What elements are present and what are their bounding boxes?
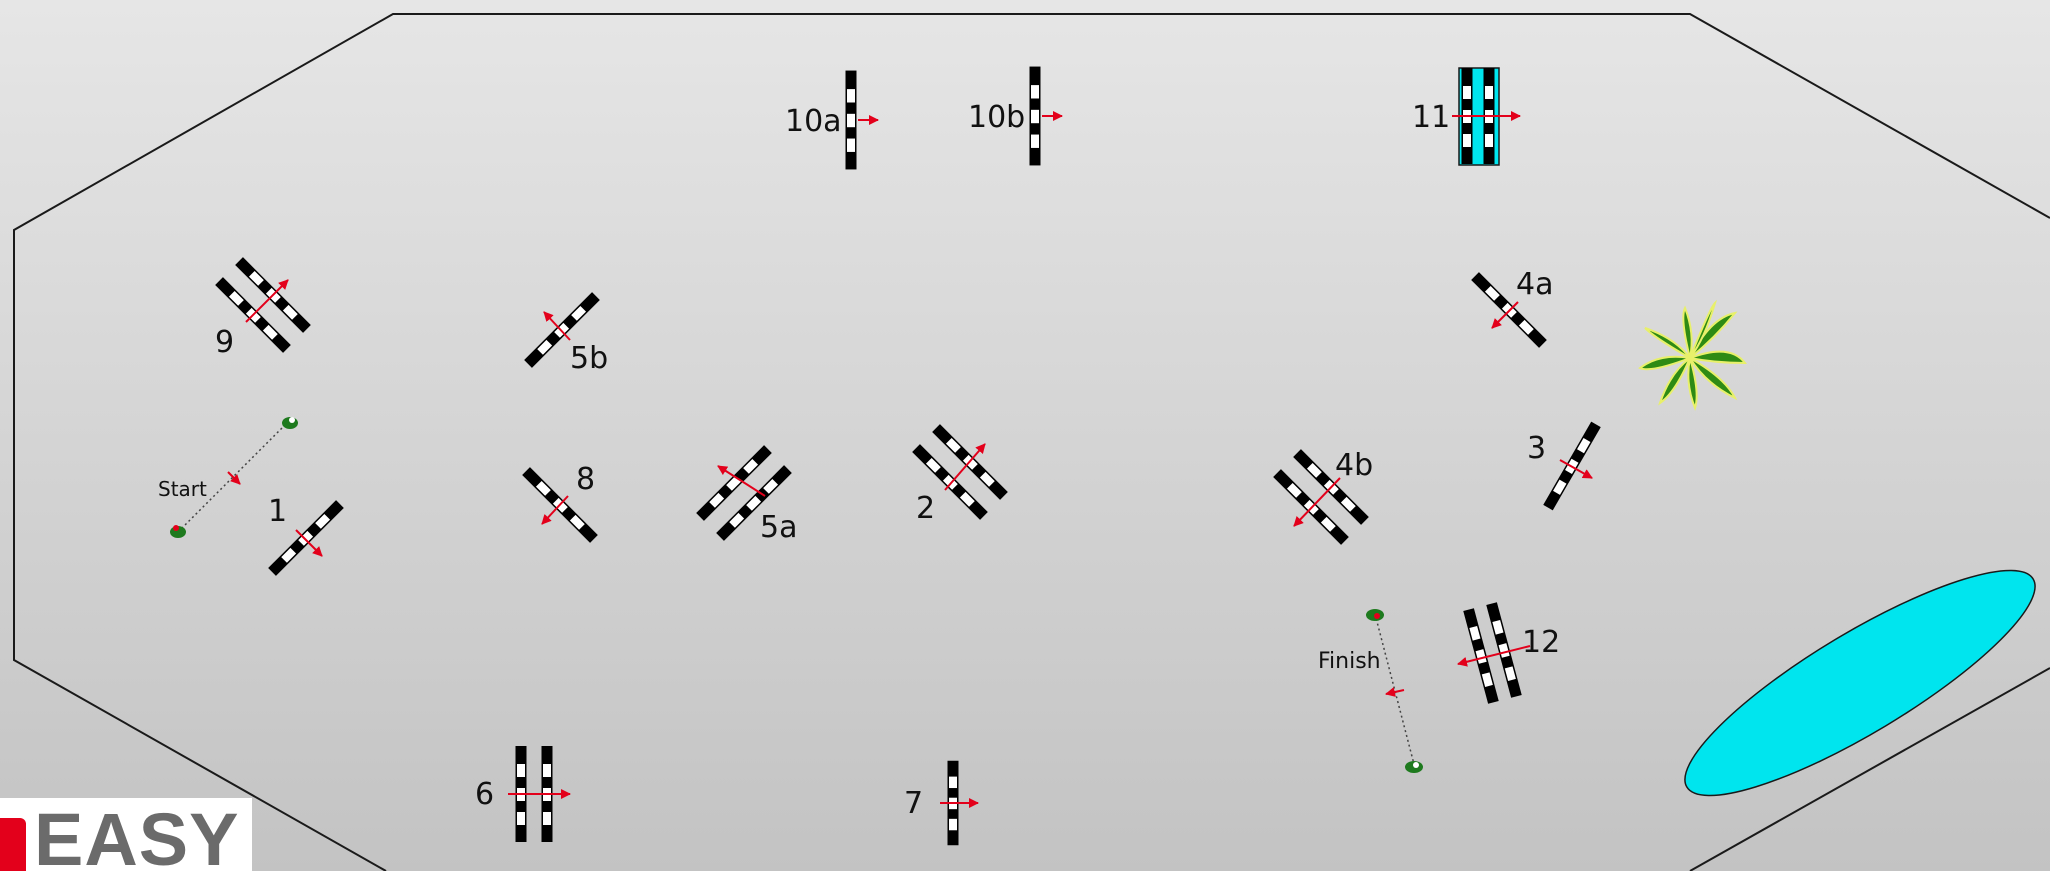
obstacle-label-4b: 4b [1335,448,1373,483]
obstacle-11 [1452,67,1521,166]
obstacle-12 [1457,602,1531,704]
arena-outline-right [1689,667,2050,871]
obstacle-label-8: 8 [576,462,595,497]
obstacle-10a [845,70,879,170]
obstacle-8 [522,467,598,543]
obstacle-label-10a: 10a [785,104,842,139]
obstacle-7 [940,760,979,846]
finish-line [1366,609,1423,773]
obstacle-4a [1471,272,1547,348]
obstacle-9 [215,257,311,353]
logo-text: EASY [34,798,240,871]
obstacle-label-7: 7 [904,786,923,821]
obstacle-label-5a: 5a [760,510,797,545]
obstacle-2 [912,424,1008,520]
start-label: Start [158,477,207,501]
easy-logo: EASY [0,798,252,871]
obstacle-1 [268,500,344,576]
obstacle-5a [696,445,792,541]
obstacle-label-4a: 4a [1516,267,1553,302]
water-pond-icon [1684,569,2036,797]
obstacle-label-9: 9 [215,325,234,360]
obstacle-5b [524,292,600,368]
start-line [170,417,298,538]
obstacle-label-5b: 5b [570,341,608,376]
obstacle-6 [508,746,571,842]
obstacle-label-3: 3 [1527,431,1546,466]
obstacle-label-1: 1 [268,494,287,529]
obstacle-label-12: 12 [1522,625,1560,660]
obstacle-10b [1029,66,1063,166]
obstacle-label-6: 6 [475,777,494,812]
arena-outline [13,13,2050,871]
obstacle-label-10b: 10b [968,100,1025,135]
obstacle-label-2: 2 [916,491,935,526]
logo-mark-icon [0,818,26,871]
plant-icon [1638,299,1748,411]
obstacle-3 [1543,421,1601,511]
finish-label: Finish [1318,649,1381,674]
obstacle-label-11: 11 [1412,100,1450,135]
obstacle-4b [1273,449,1369,545]
